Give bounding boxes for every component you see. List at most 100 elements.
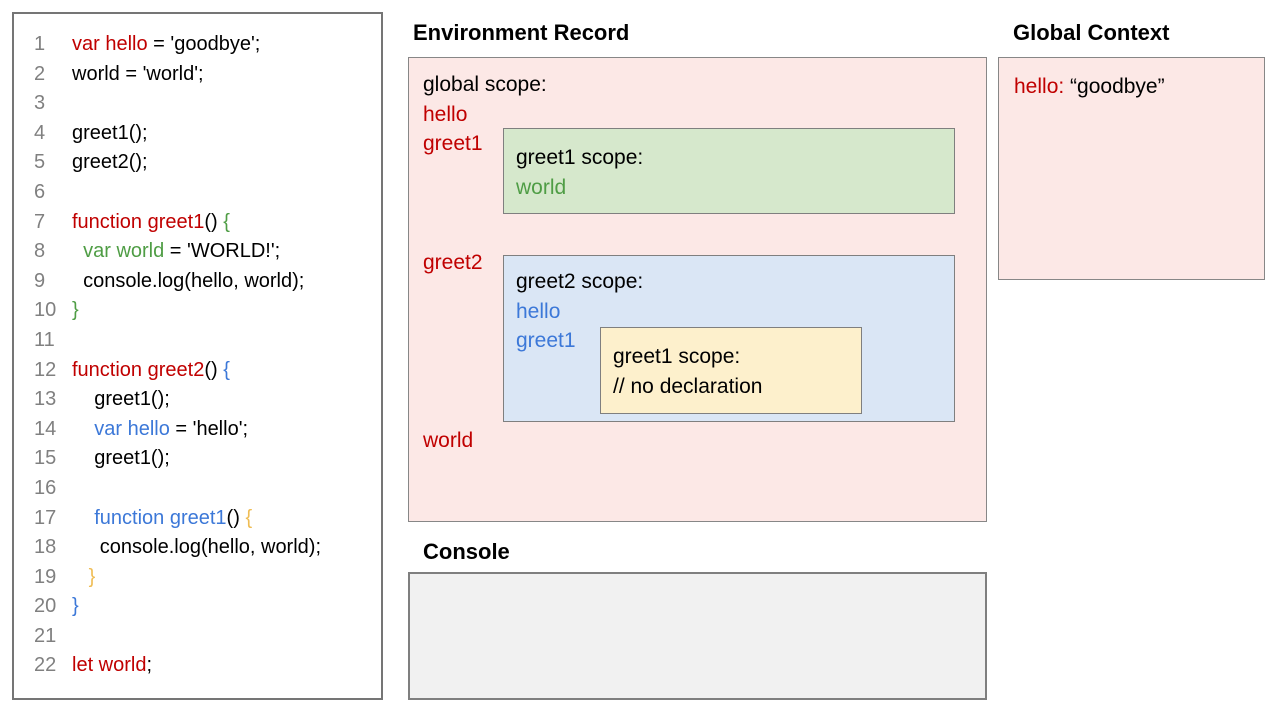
line-number: 10: [34, 299, 57, 322]
code-text: function greet1() {: [72, 208, 230, 238]
global-var-hello-label: hello: [423, 103, 468, 126]
code-segment: greet1();: [72, 447, 170, 470]
code-text: var world = 'WORLD!';: [72, 237, 280, 267]
code-segment: {: [223, 210, 230, 233]
code-segment: {: [223, 358, 230, 381]
code-line: 10}: [14, 296, 381, 326]
code-text: greet2();: [72, 148, 148, 178]
code-segment: var hello: [72, 33, 148, 55]
code-text: world = 'world';: [72, 60, 204, 90]
line-number: 7: [34, 210, 46, 233]
global-var-greet2-label: greet2: [423, 251, 483, 274]
line-number: 6: [34, 180, 46, 203]
code-segment: world = 'world';: [72, 62, 204, 85]
code-line: 6: [14, 178, 381, 208]
code-segment: greet1();: [72, 121, 148, 144]
code-text: greet1();: [72, 119, 148, 149]
line-number: 21: [34, 624, 57, 647]
code-segment: function greet2: [72, 358, 205, 381]
code-line: 21: [14, 622, 381, 652]
global-var-world-label: world: [423, 429, 474, 452]
code-text: console.log(hello, world);: [72, 267, 304, 297]
code-text: var hello = 'hello';: [72, 415, 248, 445]
code-segment: }: [72, 565, 96, 588]
code-segment: ;: [146, 654, 153, 677]
code-line: 22 let world;: [14, 651, 381, 681]
code-line: 1 var hello = 'goodbye';: [14, 30, 381, 60]
greet2-scope-title: greet2 scope:: [516, 270, 644, 293]
line-number: 4: [34, 121, 46, 144]
code-line: 15 greet1();: [14, 444, 381, 474]
line-number: 9: [34, 269, 46, 292]
line-number: 15: [34, 447, 57, 470]
line-number: 11: [34, 328, 55, 351]
greet1-scope-box: greet1 scope: world: [503, 128, 955, 214]
code-segment: console.log(hello, world);: [72, 536, 322, 559]
code-segment: }: [72, 299, 79, 322]
console-output-box: [408, 572, 987, 700]
global-context-entry-value: “goodbye”: [1070, 75, 1165, 98]
no-declaration-comment: // no declaration: [613, 374, 763, 398]
code-segment: let world: [72, 654, 147, 677]
inner-greet1-scope-box: greet1 scope: // no declaration: [600, 327, 862, 414]
code-text: console.log(hello, world);: [72, 533, 321, 563]
line-number: 22: [34, 654, 57, 677]
code-line: 4 greet1();: [14, 119, 381, 149]
code-segment: greet2();: [72, 151, 148, 174]
code-segment: = 'goodbye';: [147, 33, 261, 55]
code-segment: {: [245, 506, 253, 529]
code-segment: greet1();: [72, 388, 170, 411]
line-number: 3: [34, 92, 46, 115]
line-number: 12: [34, 358, 57, 381]
code-segment: = 'WORLD!';: [164, 240, 281, 263]
code-line: 14 var hello = 'hello';: [14, 415, 381, 445]
code-segment: console.log(hello, world);: [72, 269, 305, 292]
code-segment: (): [204, 358, 224, 381]
global-scope-label: global scope:: [423, 73, 547, 96]
code-segment: (): [204, 210, 224, 233]
global-var-greet1-label: greet1: [423, 132, 483, 155]
line-number: 13: [34, 388, 57, 411]
code-lines: 1 var hello = 'goodbye'; 2 world = 'world';…: [14, 30, 381, 681]
code-line: 9 console.log(hello, world);: [14, 267, 381, 297]
code-segment: var world: [72, 240, 165, 263]
line-number: 2: [34, 62, 46, 85]
code-segment: var hello: [72, 417, 170, 440]
code-segment: = 'hello';: [169, 417, 249, 440]
line-number: 1: [34, 33, 46, 55]
code-line: 12 function greet2() {: [14, 356, 381, 386]
code-panel: 1 var hello = 'goodbye'; 2 world = 'world';…: [12, 12, 383, 700]
code-text: function greet2() {: [72, 356, 230, 386]
line-number: 8: [34, 240, 46, 263]
line-number: 20: [34, 595, 57, 618]
code-segment: function greet1: [72, 506, 227, 529]
code-line: 2 world = 'world';: [14, 60, 381, 90]
inner-greet1-scope-title: greet1 scope:: [613, 345, 741, 368]
code-segment: function greet1: [72, 210, 205, 233]
code-line: 19 }: [14, 563, 381, 593]
code-line: 8 var world = 'WORLD!';: [14, 237, 381, 267]
code-line: 18 console.log(hello, world);: [14, 533, 381, 563]
code-text: var hello = 'goodbye';: [72, 30, 260, 60]
code-text: greet1();: [72, 385, 170, 415]
global-context-entry: hello: “goodbye”: [1014, 72, 1264, 102]
greet2-scope-var-hello: hello: [516, 299, 561, 323]
code-text: greet1();: [72, 444, 170, 474]
code-line: 7 function greet1() {: [14, 208, 381, 238]
line-number: 14: [34, 417, 57, 440]
greet2-scope-var-greet1: greet1: [516, 329, 576, 352]
greet1-scope-var-world: world: [516, 175, 567, 199]
line-number: 17: [34, 506, 57, 529]
code-text: }: [72, 592, 79, 622]
code-line: 5 greet2();: [14, 148, 381, 178]
global-context-box: hello: “goodbye”: [998, 57, 1265, 280]
code-line: 16: [14, 474, 381, 504]
line-number: 19: [34, 565, 57, 588]
global-context-title: Global Context: [1013, 20, 1170, 45]
code-segment: }: [72, 595, 79, 618]
line-number: 5: [34, 151, 46, 174]
line-number: 18: [34, 536, 57, 559]
code-text: let world;: [72, 651, 152, 681]
greet1-scope-title: greet1 scope:: [516, 146, 644, 169]
code-line: 3: [14, 89, 381, 119]
